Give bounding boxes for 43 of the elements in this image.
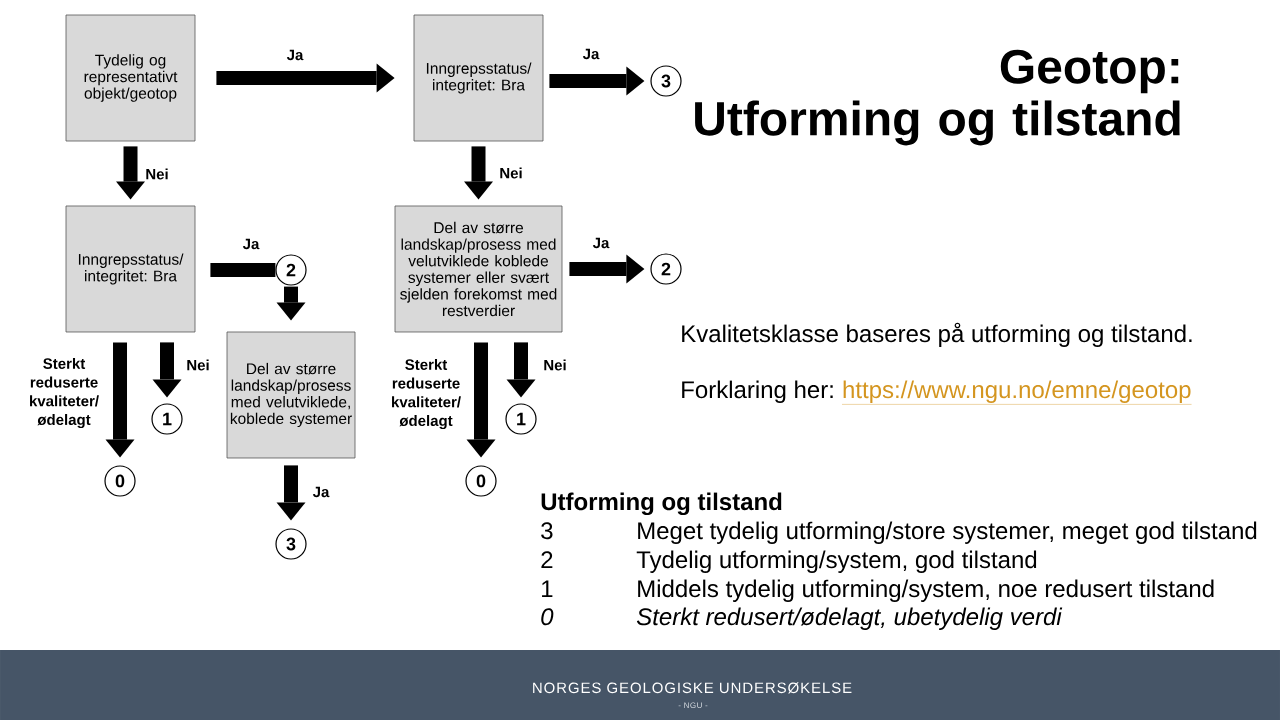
block-arrow [506, 342, 536, 398]
block-arrow [276, 465, 306, 521]
class-description: Sterkt redusert/ødelagt, ubetydelig verdi [636, 607, 1063, 630]
block-arrow [549, 66, 645, 96]
class-number: 2 [541, 551, 553, 568]
edge-label: Nei [544, 359, 566, 371]
decision-box: Inngrepsstatus/ integritet: Bra [413, 14, 544, 142]
block-arrow [276, 286, 306, 321]
edge-label: Ja [286, 49, 304, 61]
connector-bar [210, 263, 276, 277]
block-arrow [216, 63, 395, 93]
edge-label: Ja [582, 48, 600, 60]
title: Geotop: Utforming og tilstand [695, 49, 1180, 146]
edge-label: Sterkt reduserte kvaliteter/ ødelagt [392, 358, 461, 430]
edge-label: Nei [187, 359, 209, 371]
block-arrow [466, 342, 496, 458]
decision-box: Inngrepsstatus/ integritet: Bra [65, 205, 196, 333]
edge-label: Nei [500, 167, 522, 179]
decision-box: Del av større landskap/prosess med velutviklede, koblede systemer [226, 331, 356, 459]
block-arrow [569, 254, 645, 284]
edge-label: Nei [146, 168, 168, 180]
edge-label: Sterkt reduserte kvaliteter/ ødelagt [30, 357, 99, 429]
edge-label: Ja [592, 237, 610, 249]
block-arrow [105, 342, 135, 458]
footer-text: - NGU - [678, 702, 708, 709]
decision-box: Tydelig og representativt objekt/geotop [65, 14, 196, 142]
class-description: Meget tydelig utforming/store systemer, meget god tilstand [638, 521, 1257, 544]
class-description: Middels tydelig utforming/system, noe redusert tilstand [638, 579, 1214, 602]
block-arrow [152, 342, 182, 398]
footer-text: NORGES GEOLOGISKE UNDERSØKELSE [533, 682, 852, 694]
table-heading: Utforming og tilstand [541, 492, 782, 516]
class-number: 1 [542, 580, 553, 597]
body-text: Forklaring her: [682, 380, 833, 403]
block-arrow [464, 146, 493, 200]
class-number: 0 [541, 608, 554, 626]
link: https://www.ngu.no/emne/geotop [841, 380, 1192, 405]
decision-box: Del av større landskap/prosess med velutviklede koblede systemer eller svært sjelden forekomst med restverdier [394, 205, 563, 333]
edge-label: Ja [242, 238, 260, 250]
block-arrow [116, 146, 145, 200]
class-number: 3 [541, 522, 553, 540]
class-description: Tydelig utforming/system, god tilstand [636, 550, 1037, 573]
body-text: Kvalitetsklasse baseres på utforming og tilstand. [682, 322, 1192, 347]
edge-label: Ja [312, 486, 330, 498]
